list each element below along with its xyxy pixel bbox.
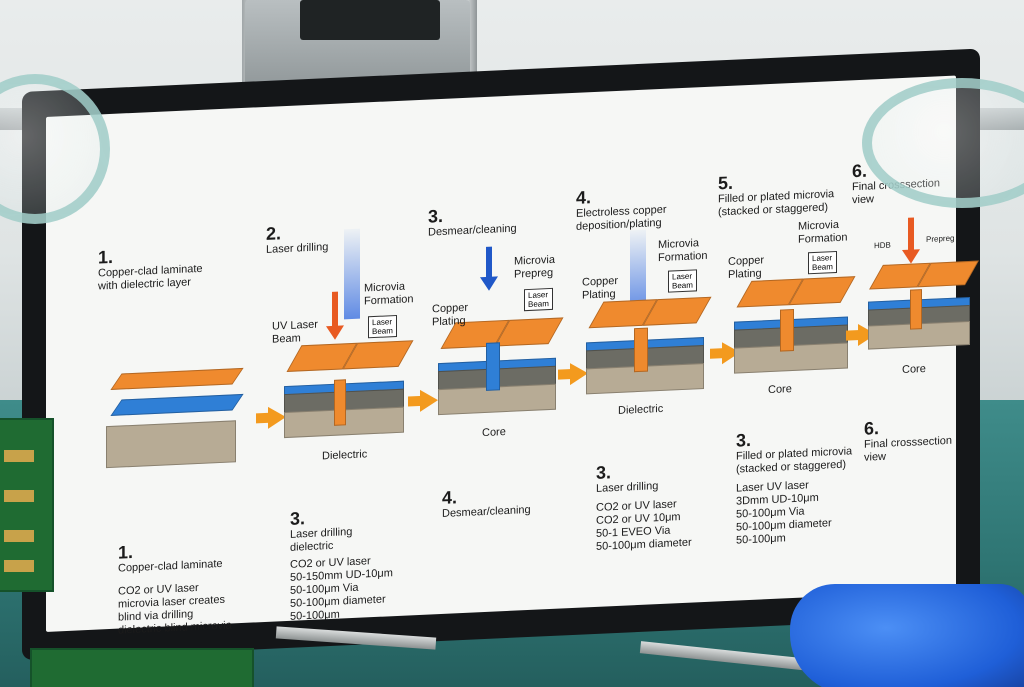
board-pad [4, 450, 34, 462]
bottom-step-4-number: 3. [596, 462, 612, 483]
top-step-1-label: Copper-clad laminate with dielectric lay… [98, 262, 203, 293]
tag-laser-beam-4: Laser Beam [808, 250, 837, 275]
board-pad [4, 490, 34, 502]
label-hdb: HDB [874, 240, 891, 251]
stack-6-final [868, 260, 979, 366]
label-core-2: Core [768, 383, 792, 397]
top-step-4-label: Electroless copper deposition/plating [576, 203, 667, 233]
top-step-2-label: Laser drilling [266, 241, 329, 256]
monitor-screen: 1. Copper-clad laminate with dielectric … [46, 75, 979, 637]
bottom-step-4-details: CO2 or UV laser CO2 or UV 10μm 50-1 EVEO… [596, 498, 692, 553]
label-prepreg: Prepreg [926, 233, 955, 244]
top-step-2-number: 2. [266, 223, 282, 244]
top-step-4-number: 4. [576, 187, 592, 208]
bottom-step-5: 3. Filled or plated microvia (stacked or… [736, 416, 852, 560]
label-uv-laser-beam: UV Laser Beam [272, 318, 318, 346]
top-step-2: 2. Laser drilling [266, 212, 328, 257]
process-arrow-2 [420, 389, 438, 412]
bottom-step-2-details: CO2 or UV laser 50-150mm UD-10μm 50-100μ… [290, 555, 393, 623]
bottom-step-2: 3. Laser drilling dielectric CO2 or UV l… [290, 495, 393, 637]
top-step-3-number: 3. [428, 205, 444, 227]
final-via [910, 289, 922, 330]
circuit-board-left [0, 418, 54, 592]
dielectric-layer [110, 393, 244, 416]
bottom-step-6: 6. Final crosssection view [864, 406, 956, 465]
top-step-6-number: 6. [852, 160, 868, 182]
bottom-step-3-title: Desmear/cleaning [442, 503, 531, 520]
bottom-step-4: 3. Laser drilling CO2 or UV laser CO2 or… [596, 450, 692, 567]
display-monitor: 1. Copper-clad laminate with dielectric … [22, 48, 980, 660]
plated-via [634, 327, 648, 373]
copper-layer [110, 367, 244, 390]
stack-3-desmear [438, 317, 564, 433]
top-step-1-number: 1. [98, 246, 114, 268]
filled-via [780, 308, 794, 352]
final-arrow [908, 217, 914, 252]
label-copper-plating-2: Copper Plating [582, 274, 619, 302]
bottom-step-2-number: 3. [290, 508, 306, 529]
desmear-arrow [486, 246, 492, 279]
magnifier-lens-right [862, 78, 1024, 208]
laser-arrow-1 [332, 291, 338, 328]
board-pad [4, 560, 34, 572]
bottom-step-1-number: 1. [118, 541, 134, 563]
label-core-1: Core [482, 426, 506, 440]
label-dielectric-2: Dielectric [618, 402, 664, 417]
top-step-4: 4. Electroless copper deposition/plating [576, 175, 667, 234]
top-step-5: 5. Filled or plated microvia (stacked or… [718, 159, 834, 219]
circuit-board-bottom [30, 648, 254, 687]
uv-laser-beam [344, 228, 360, 320]
label-core-3: Core [902, 362, 926, 377]
bottom-step-5-number: 3. [736, 429, 752, 451]
bottom-step-4-title: Laser drilling [596, 480, 659, 495]
bottom-step-3-number: 4. [442, 487, 458, 508]
bottom-step-1-title: Copper-clad laminate [118, 557, 223, 575]
tag-laser-beam-2: Laser Beam [524, 287, 553, 312]
bottom-step-3: 4. Desmear/cleaning [442, 475, 531, 521]
tag-laser-beam-3: Laser Beam [668, 269, 697, 293]
bottom-step-1: 1. Copper-clad laminate CO2 or UV laser … [118, 528, 232, 650]
core-layer [106, 420, 236, 469]
bottom-step-5-details: Laser UV laser 3Dmm UD-10μm 50-100μm Via… [736, 479, 832, 547]
tag-laser-beam-1: Laser Beam [368, 314, 397, 339]
bottom-step-2-title: Laser drilling dielectric [290, 525, 353, 554]
label-copper-plating-1: Copper Plating [432, 301, 469, 329]
board-pad [4, 530, 34, 542]
label-microvia-formation-2: Microvia Formation [658, 237, 708, 265]
bottom-step-1-details: CO2 or UV laser microvia laser creates b… [118, 581, 232, 637]
label-copper-plating-3: Copper Plating [728, 254, 765, 281]
stack-1-laminate [106, 367, 244, 484]
top-step-3-label: Desmear/cleaning [428, 222, 517, 239]
stack-4-plating [586, 296, 712, 412]
drilling-head-motor [300, 0, 440, 40]
label-microvia-formation-3: Microvia Formation [798, 218, 848, 246]
bottom-step-6-number: 6. [864, 418, 880, 439]
stack-5-filled-microvia [734, 276, 856, 391]
via-channel [486, 342, 500, 391]
stack-2-drilling [284, 340, 414, 456]
label-microvia-formation-1: Microvia Formation [364, 280, 414, 308]
top-step-5-number: 5. [718, 172, 734, 194]
top-step-5-label: Filled or plated microvia (stacked or st… [718, 188, 835, 219]
label-dielectric-1: Dielectric [322, 448, 368, 463]
top-step-3: 3. Desmear/cleaning [428, 194, 517, 240]
bottom-step-6-title: Final crosssection view [864, 434, 953, 464]
via-fill [334, 379, 346, 426]
label-microvia-prepreg: Microvia Prepreg [514, 253, 555, 281]
top-step-1: 1. Copper-clad laminate with dielectric … [98, 234, 203, 294]
gloved-hand [790, 584, 1024, 687]
bottom-step-5-title: Filled or plated microvia (stacked or st… [736, 445, 853, 476]
